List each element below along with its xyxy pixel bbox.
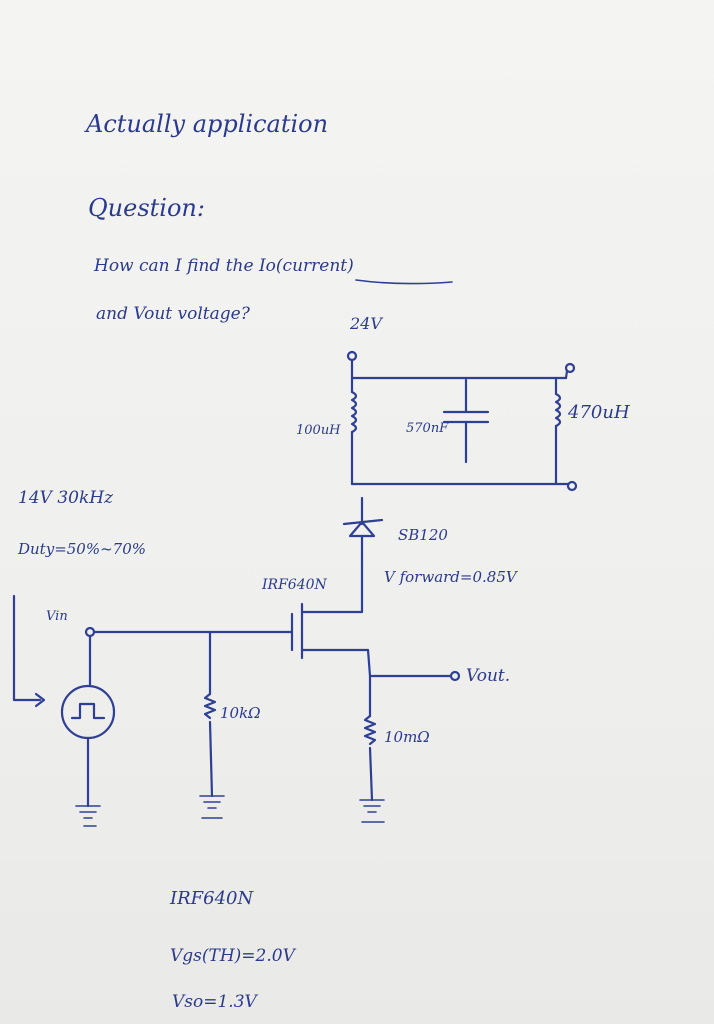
duty-cycle: Duty=50%~70% bbox=[18, 540, 147, 558]
question-line-2: and Vout voltage? bbox=[96, 304, 250, 324]
load-resistor-bottom-wire bbox=[368, 746, 374, 802]
source-spec-arrow bbox=[12, 594, 42, 702]
bottom-right-terminal bbox=[566, 480, 578, 492]
footer-vsd: Vso=1.3V bbox=[172, 992, 257, 1012]
question-line-1: How can I find the Io(current) bbox=[94, 256, 354, 276]
capacitor-label: 570nF bbox=[406, 421, 449, 436]
vout-terminal bbox=[449, 670, 461, 682]
input-label: Vin bbox=[46, 609, 68, 624]
ground-gate bbox=[199, 795, 225, 809]
top-right-terminal bbox=[564, 362, 576, 374]
ground-source bbox=[75, 805, 101, 819]
diode-label: SB120 bbox=[398, 526, 448, 544]
inductor-right-coil bbox=[554, 392, 562, 428]
pulse-source bbox=[60, 684, 116, 740]
vin-terminal bbox=[84, 626, 96, 638]
footer-vgs: Vgs(TH)=2.0V bbox=[170, 946, 295, 966]
mosfet-label: IRF640N bbox=[262, 577, 327, 593]
supply-voltage-label: 24V bbox=[350, 314, 382, 333]
ground-load bbox=[359, 799, 385, 813]
gate-resistor-label: 10kΩ bbox=[220, 704, 261, 722]
diode-forward-label: V forward=0.85V bbox=[384, 568, 517, 586]
gate-resistor-body bbox=[203, 692, 217, 720]
diode-cathode-bar bbox=[342, 518, 384, 526]
question-label: Question: bbox=[88, 194, 205, 222]
top-right-lead bbox=[564, 369, 569, 380]
supply-terminal bbox=[346, 350, 358, 362]
mosfet-source-wire bbox=[366, 648, 372, 678]
footer-part: IRF640N bbox=[170, 888, 254, 909]
heading: Actually application bbox=[86, 110, 329, 138]
inductor-left-label: 100uH bbox=[296, 423, 341, 438]
square-wave-icon bbox=[70, 702, 106, 720]
inductor-left-coil bbox=[350, 390, 358, 434]
output-label: Vout. bbox=[466, 666, 511, 686]
gate-resistor-bottom-wire bbox=[208, 720, 214, 798]
source-spec-arrowhead bbox=[34, 692, 46, 708]
load-resistor-label: 10mΩ bbox=[384, 728, 430, 746]
inductor-right-label: 470uH bbox=[568, 402, 630, 423]
load-resistor-body bbox=[363, 714, 377, 746]
note-underline bbox=[355, 279, 453, 285]
source-spec: 14V 30kHz bbox=[18, 488, 114, 508]
